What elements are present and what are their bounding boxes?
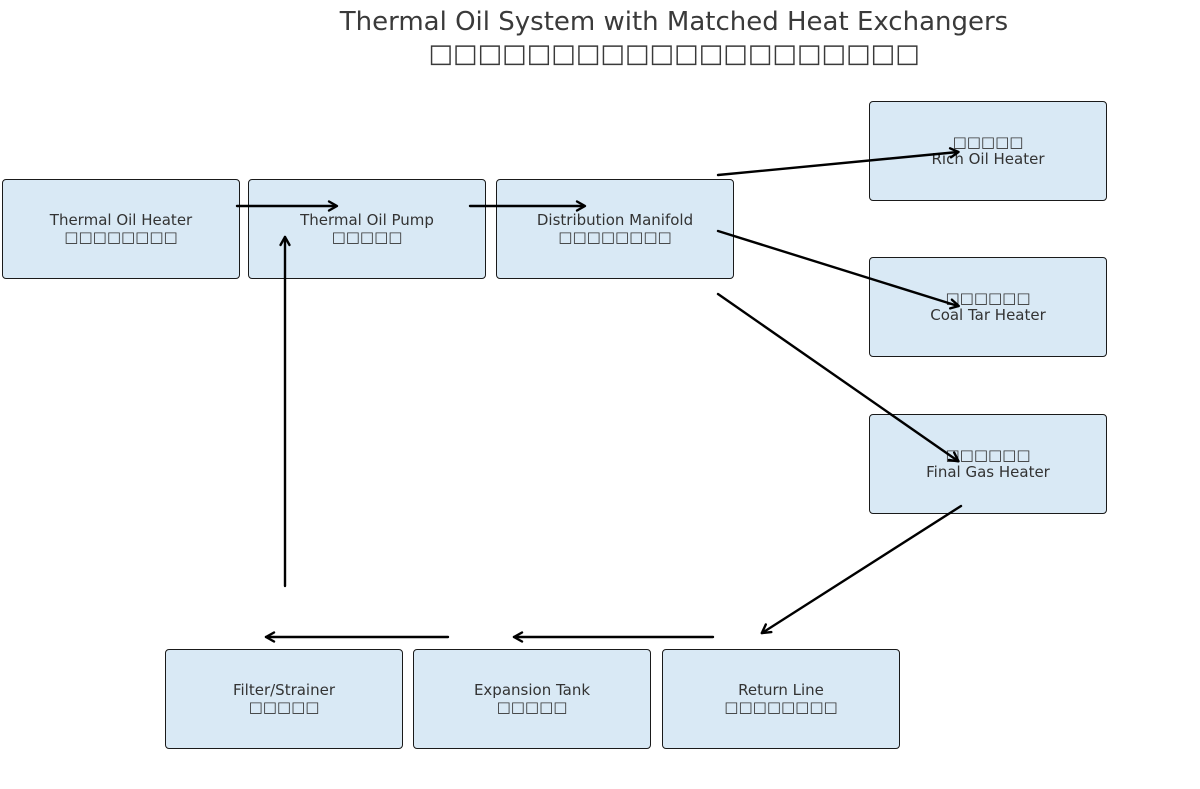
node-label-cn: □□□□□	[496, 698, 568, 716]
arrowhead	[947, 451, 960, 463]
arrow-manifold-to-final-gas	[716, 292, 960, 463]
node-label-cn: □□□□□□□□	[558, 228, 672, 246]
node-coal-tar-heater: □□□□□□ Coal Tar Heater	[869, 257, 1107, 357]
node-label-en: Filter/Strainer	[232, 681, 336, 699]
arrowhead	[760, 623, 773, 635]
arrowhead	[264, 631, 276, 643]
node-label-cn: □□□□□□	[945, 446, 1031, 464]
node-label-cn: □□□□□□□□	[64, 228, 178, 246]
node-return-line: Return Line □□□□□□□□	[662, 649, 900, 749]
node-label-cn: □□□□□	[952, 133, 1024, 151]
node-final-gas-heater: □□□□□□ Final Gas Heater	[869, 414, 1107, 514]
node-filter-strainer: Filter/Strainer □□□□□	[165, 649, 403, 749]
node-label-en: Final Gas Heater	[926, 463, 1050, 481]
arrowhead	[279, 235, 291, 247]
title-chinese: □□□□□□□□□□□□□□□□□□□□	[428, 39, 920, 69]
node-expansion-tank: Expansion Tank □□□□□	[413, 649, 651, 749]
arrow-manifold-to-coal-tar	[716, 229, 960, 308]
arrow-manifold-to-rich-oil	[716, 150, 960, 177]
node-label-en: Thermal Oil Heater	[49, 211, 193, 229]
arrowhead	[948, 147, 960, 159]
arrowhead	[949, 298, 960, 310]
arrowhead	[327, 200, 339, 212]
arrowhead	[575, 200, 587, 212]
node-distribution-manifold: Distribution Manifold □□□□□□□□	[496, 179, 734, 279]
node-label-en: Expansion Tank	[473, 681, 591, 699]
node-thermal-oil-heater: Thermal Oil Heater □□□□□□□□	[2, 179, 240, 279]
arrowhead	[512, 631, 524, 643]
node-label-cn: □□□□□	[248, 698, 320, 716]
node-label-en: Rich Oil Heater	[931, 150, 1045, 168]
node-label-en: Thermal Oil Pump	[300, 211, 434, 229]
arrow-final-gas-to-return	[760, 504, 963, 635]
node-rich-oil-heater: □□□□□ Rich Oil Heater	[869, 101, 1107, 201]
diagram-title: Thermal Oil System with Matched Heat Exc…	[0, 6, 1200, 70]
node-thermal-oil-pump: Thermal Oil Pump □□□□□	[248, 179, 486, 279]
title-english: Thermal Oil System with Matched Heat Exc…	[339, 7, 1009, 37]
node-label-en: Return Line	[738, 681, 824, 699]
node-label-en: Distribution Manifold	[536, 211, 694, 229]
node-label-en: Coal Tar Heater	[930, 306, 1046, 324]
node-label-cn: □□□□□□□□	[724, 698, 838, 716]
node-label-cn: □□□□□	[331, 228, 403, 246]
node-label-cn: □□□□□□	[945, 289, 1031, 307]
